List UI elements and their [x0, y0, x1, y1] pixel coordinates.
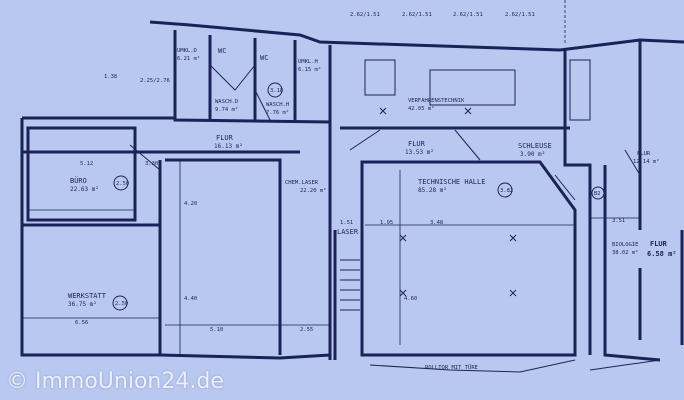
window-label: 2.62/1.51	[402, 12, 432, 18]
room-area: 7.76 m²	[266, 109, 289, 116]
room-name: FLUR	[637, 151, 651, 157]
room-tag: 2.50	[116, 181, 129, 187]
room-tag: 3.18	[270, 88, 283, 94]
room-area: 42.05 m²	[408, 105, 435, 112]
room-tag: 3.82	[500, 188, 513, 194]
room-buero: BÜRO 22.63 m² 2.50	[70, 176, 129, 193]
room-name: UMKL.D	[177, 48, 197, 54]
room-name: TECHNISCHE HALLE	[418, 178, 485, 186]
room-area: 6.21 m²	[177, 55, 200, 62]
room-wasch-h: WASCH.H 7.76 m² 3.18	[266, 88, 289, 116]
room-flur-3: FLUR 12.14 m²	[633, 151, 660, 165]
dimension: 4.60	[404, 296, 417, 302]
room-labels: BÜRO 22.63 m² 2.50 WERKSTATT 36.75 m² 2.…	[68, 47, 677, 371]
room-werkstatt: WERKSTATT 36.75 m² 2.50	[68, 292, 128, 308]
room-area: 6.58 m²	[647, 250, 677, 258]
dimension: 4.40	[184, 296, 197, 302]
room-area: 85.28 m²	[418, 187, 447, 194]
room-area: 38.02 m²	[612, 249, 639, 256]
room-name: SCHLEUSE	[518, 142, 552, 150]
dimension-labels: 5.12 3.30 5.10 6.56 2.55 1.51 1.95 3.48 …	[75, 161, 625, 333]
dimension: 2.55	[300, 327, 313, 333]
room-umkl-h: UMKL.H 6.15 m²	[298, 59, 321, 73]
room-flur-2: FLUR 13.53 m²	[405, 140, 434, 156]
room-name: CHEM.LASER	[285, 180, 319, 186]
room-name: VERFAHRENSTECHNIK	[408, 98, 465, 104]
rolltor-note: ROLLTOR MIT TÜRE	[425, 364, 478, 371]
room-chem-laser: CHEM.LASER 22.20 m²	[285, 180, 327, 194]
room-area: 22.63 m²	[70, 186, 99, 193]
room-area: 13.53 m²	[405, 149, 434, 156]
window-labels: 2.62/1.51 2.62/1.51 2.62/1.51 2.62/1.51 …	[104, 12, 535, 84]
room-area: 12.14 m²	[633, 158, 660, 165]
window-label: 1.38	[104, 74, 117, 80]
room-area: 22.20 m²	[300, 187, 327, 194]
window-label: 2.25/2.76	[140, 78, 170, 84]
room-name: WASCH.H	[266, 102, 289, 108]
room-area: 3.90 m²	[520, 151, 545, 158]
room-area: 6.15 m²	[298, 66, 321, 73]
room-tag: B2	[594, 191, 601, 197]
interior-details	[22, 0, 661, 373]
room-area: 9.74 m²	[215, 106, 238, 113]
room-flur-4: FLUR 6.58 m²	[647, 240, 677, 258]
room-tag: 2.50	[115, 301, 128, 307]
window-label: 2.62/1.51	[505, 12, 535, 18]
room-wc-1: WC	[218, 47, 226, 55]
room-name: WERKSTATT	[68, 292, 107, 300]
room-technische-halle: TECHNISCHE HALLE 85.28 m² 3.82	[418, 178, 513, 194]
room-name: BIOLOGIE	[612, 242, 639, 248]
room-area: 16.13 m²	[214, 143, 243, 150]
room-name: WASCH.D	[215, 99, 238, 105]
room-name: BÜRO	[70, 176, 87, 185]
room-area: 36.75 m²	[68, 301, 97, 308]
dimension: 5.10	[210, 327, 223, 333]
room-flur-1: FLUR 16.13 m²	[214, 134, 243, 150]
dimension: 1.95	[380, 220, 393, 226]
room-umkl-d: UMKL.D 6.21 m²	[177, 48, 200, 62]
dimension: 5.12	[80, 161, 93, 167]
room-name: UMKL.H	[298, 59, 318, 65]
room-name: FLUR	[408, 140, 426, 148]
room-verfahrenstechnik: VERFAHRENSTECHNIK 42.05 m²	[408, 98, 465, 112]
room-biologie: BIOLOGIE 38.02 m²	[612, 242, 639, 256]
dimension: 3.30	[145, 161, 158, 167]
room-wc-2: WC	[260, 54, 268, 62]
room-laser: LASER	[337, 228, 359, 236]
dimension: 3.51	[612, 218, 625, 224]
window-label: 2.62/1.51	[350, 12, 380, 18]
window-label: 2.62/1.51	[453, 12, 483, 18]
room-name: FLUR	[216, 134, 234, 142]
dimension: 1.51	[340, 220, 353, 226]
room-schleuse: SCHLEUSE 3.90 m²	[518, 142, 552, 158]
room-wasch-d: WASCH.D 9.74 m²	[215, 99, 238, 113]
dimension: 6.56	[75, 320, 88, 326]
dimension: 4.20	[184, 201, 197, 207]
watermark: © ImmoUnion24.de	[6, 369, 224, 394]
dimension: 3.48	[430, 220, 443, 226]
room-name: FLUR	[650, 240, 668, 248]
walls	[20, 20, 684, 362]
